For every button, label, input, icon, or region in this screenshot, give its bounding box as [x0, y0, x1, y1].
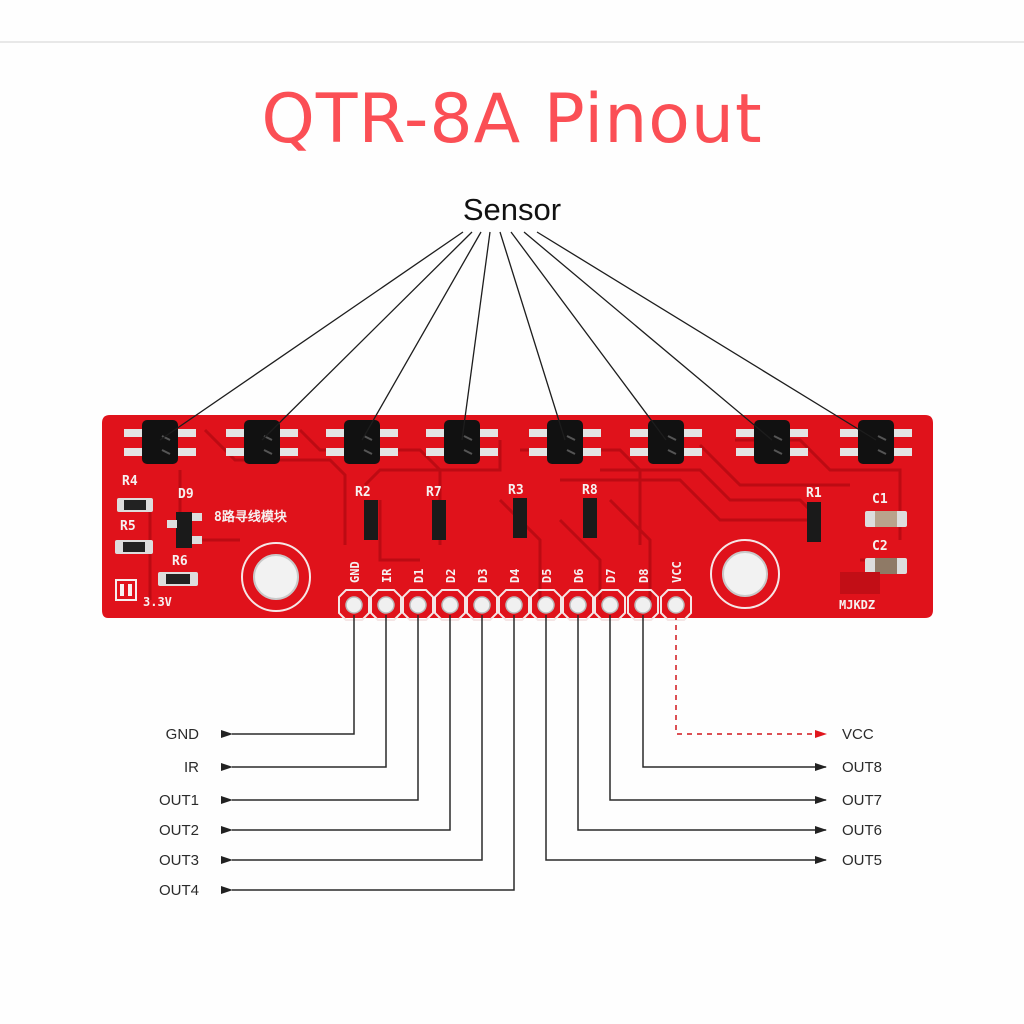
header-pin-d1: D1 [402, 569, 434, 621]
silk-d9: D9 [178, 487, 194, 502]
ir-sensor [426, 420, 498, 464]
silk-c1: C1 [872, 492, 888, 507]
silk-c2: C2 [872, 539, 888, 554]
page-title: QTR-8A Pinout [261, 80, 763, 159]
sensor-callout-line [510, 231, 667, 441]
header-pin-d6: D6 [562, 569, 594, 621]
output-label-vcc: VCC [842, 726, 874, 743]
wire-out4 [221, 615, 515, 894]
wire-out5 [545, 615, 827, 864]
output-label-out6: OUT6 [842, 822, 882, 839]
pin-silk-label: D3 [476, 569, 490, 583]
wire-out8 [642, 615, 827, 771]
mounting-hole-left [241, 542, 311, 612]
ir-sensor [326, 420, 398, 464]
pin-silk-label: GND [348, 561, 362, 583]
output-label-out4: OUT4 [159, 882, 199, 899]
silk-r1: R1 [806, 486, 822, 501]
silk-r2: R2 [355, 485, 371, 500]
silk-r6: R6 [172, 554, 188, 569]
wire-ir [221, 615, 387, 771]
silk-r8: R8 [582, 483, 598, 498]
output-label-ir: IR [184, 759, 199, 776]
output-label-out3: OUT3 [159, 852, 199, 869]
wire-vcc [675, 615, 827, 738]
sensor-label: Sensor [462, 192, 562, 227]
pin-silk-label: D2 [444, 569, 458, 583]
output-label-out1: OUT1 [159, 792, 199, 809]
output-label-out2: OUT2 [159, 822, 199, 839]
wire-out1 [221, 615, 419, 804]
sensor-callout-line [261, 231, 473, 441]
ir-sensor [736, 420, 808, 464]
sensor-callout-line [461, 231, 491, 441]
pin-silk-label: IR [380, 568, 394, 583]
output-label-out8: OUT8 [842, 759, 882, 776]
silk-r3: R3 [508, 483, 524, 498]
header-pin-vcc: VCC [660, 561, 692, 621]
pin-silk-label: D5 [540, 569, 554, 583]
ir-sensor [529, 420, 601, 464]
voltage-label: 3.3V [143, 595, 172, 609]
wire-out6 [577, 615, 827, 834]
pin-silk-label: D4 [508, 569, 522, 583]
top-bar [0, 0, 1024, 43]
smd-components [115, 498, 907, 601]
wire-out3 [221, 615, 483, 864]
pcb-board: R4 R5 R6 D9 R2 R7 R3 R8 R1 C1 C2 8路寻线模块 … [102, 415, 933, 621]
pin-silk-label: D1 [412, 569, 426, 583]
sensor-callout-line [523, 231, 773, 441]
header-pin-d2: D2 [434, 569, 466, 621]
wire-gnd [221, 615, 355, 738]
output-wires [221, 615, 827, 894]
header-pin-d3: D3 [466, 569, 498, 621]
pin-silk-label: VCC [670, 561, 684, 583]
silk-r5: R5 [120, 519, 136, 534]
pin-silk-label: D6 [572, 569, 586, 583]
header-pin-gnd: GND [338, 561, 370, 621]
wire-out2 [221, 615, 451, 834]
header-pin-d4: D4 [498, 569, 530, 621]
wire-out7 [609, 615, 827, 804]
sensor-callout-line [159, 231, 464, 441]
header-pin-d7: D7 [594, 569, 626, 621]
header-pin-d8: D8 [627, 569, 659, 621]
module-text: 8路寻线模块 [214, 509, 288, 525]
output-label-gnd: GND [166, 726, 200, 743]
mounting-hole-right [710, 539, 780, 609]
silk-r7: R7 [426, 485, 442, 500]
silk-r4: R4 [122, 474, 138, 489]
header-pin-ir: IR [370, 568, 402, 621]
brand-label: MJKDZ [839, 598, 875, 612]
ir-sensor [124, 420, 196, 464]
sensor-callout-line [361, 231, 482, 441]
ir-sensor [630, 420, 702, 464]
sensor-callout-lines [159, 231, 877, 441]
sensor-callout-line [536, 231, 877, 441]
pin-silk-label: D8 [637, 569, 651, 583]
output-label-out5: OUT5 [842, 852, 882, 869]
pin-silk-label: D7 [604, 569, 618, 583]
ir-sensor [840, 420, 912, 464]
sensor-callout-line [499, 231, 566, 441]
header-pin-d5: D5 [530, 569, 562, 621]
output-label-out7: OUT7 [842, 792, 882, 809]
